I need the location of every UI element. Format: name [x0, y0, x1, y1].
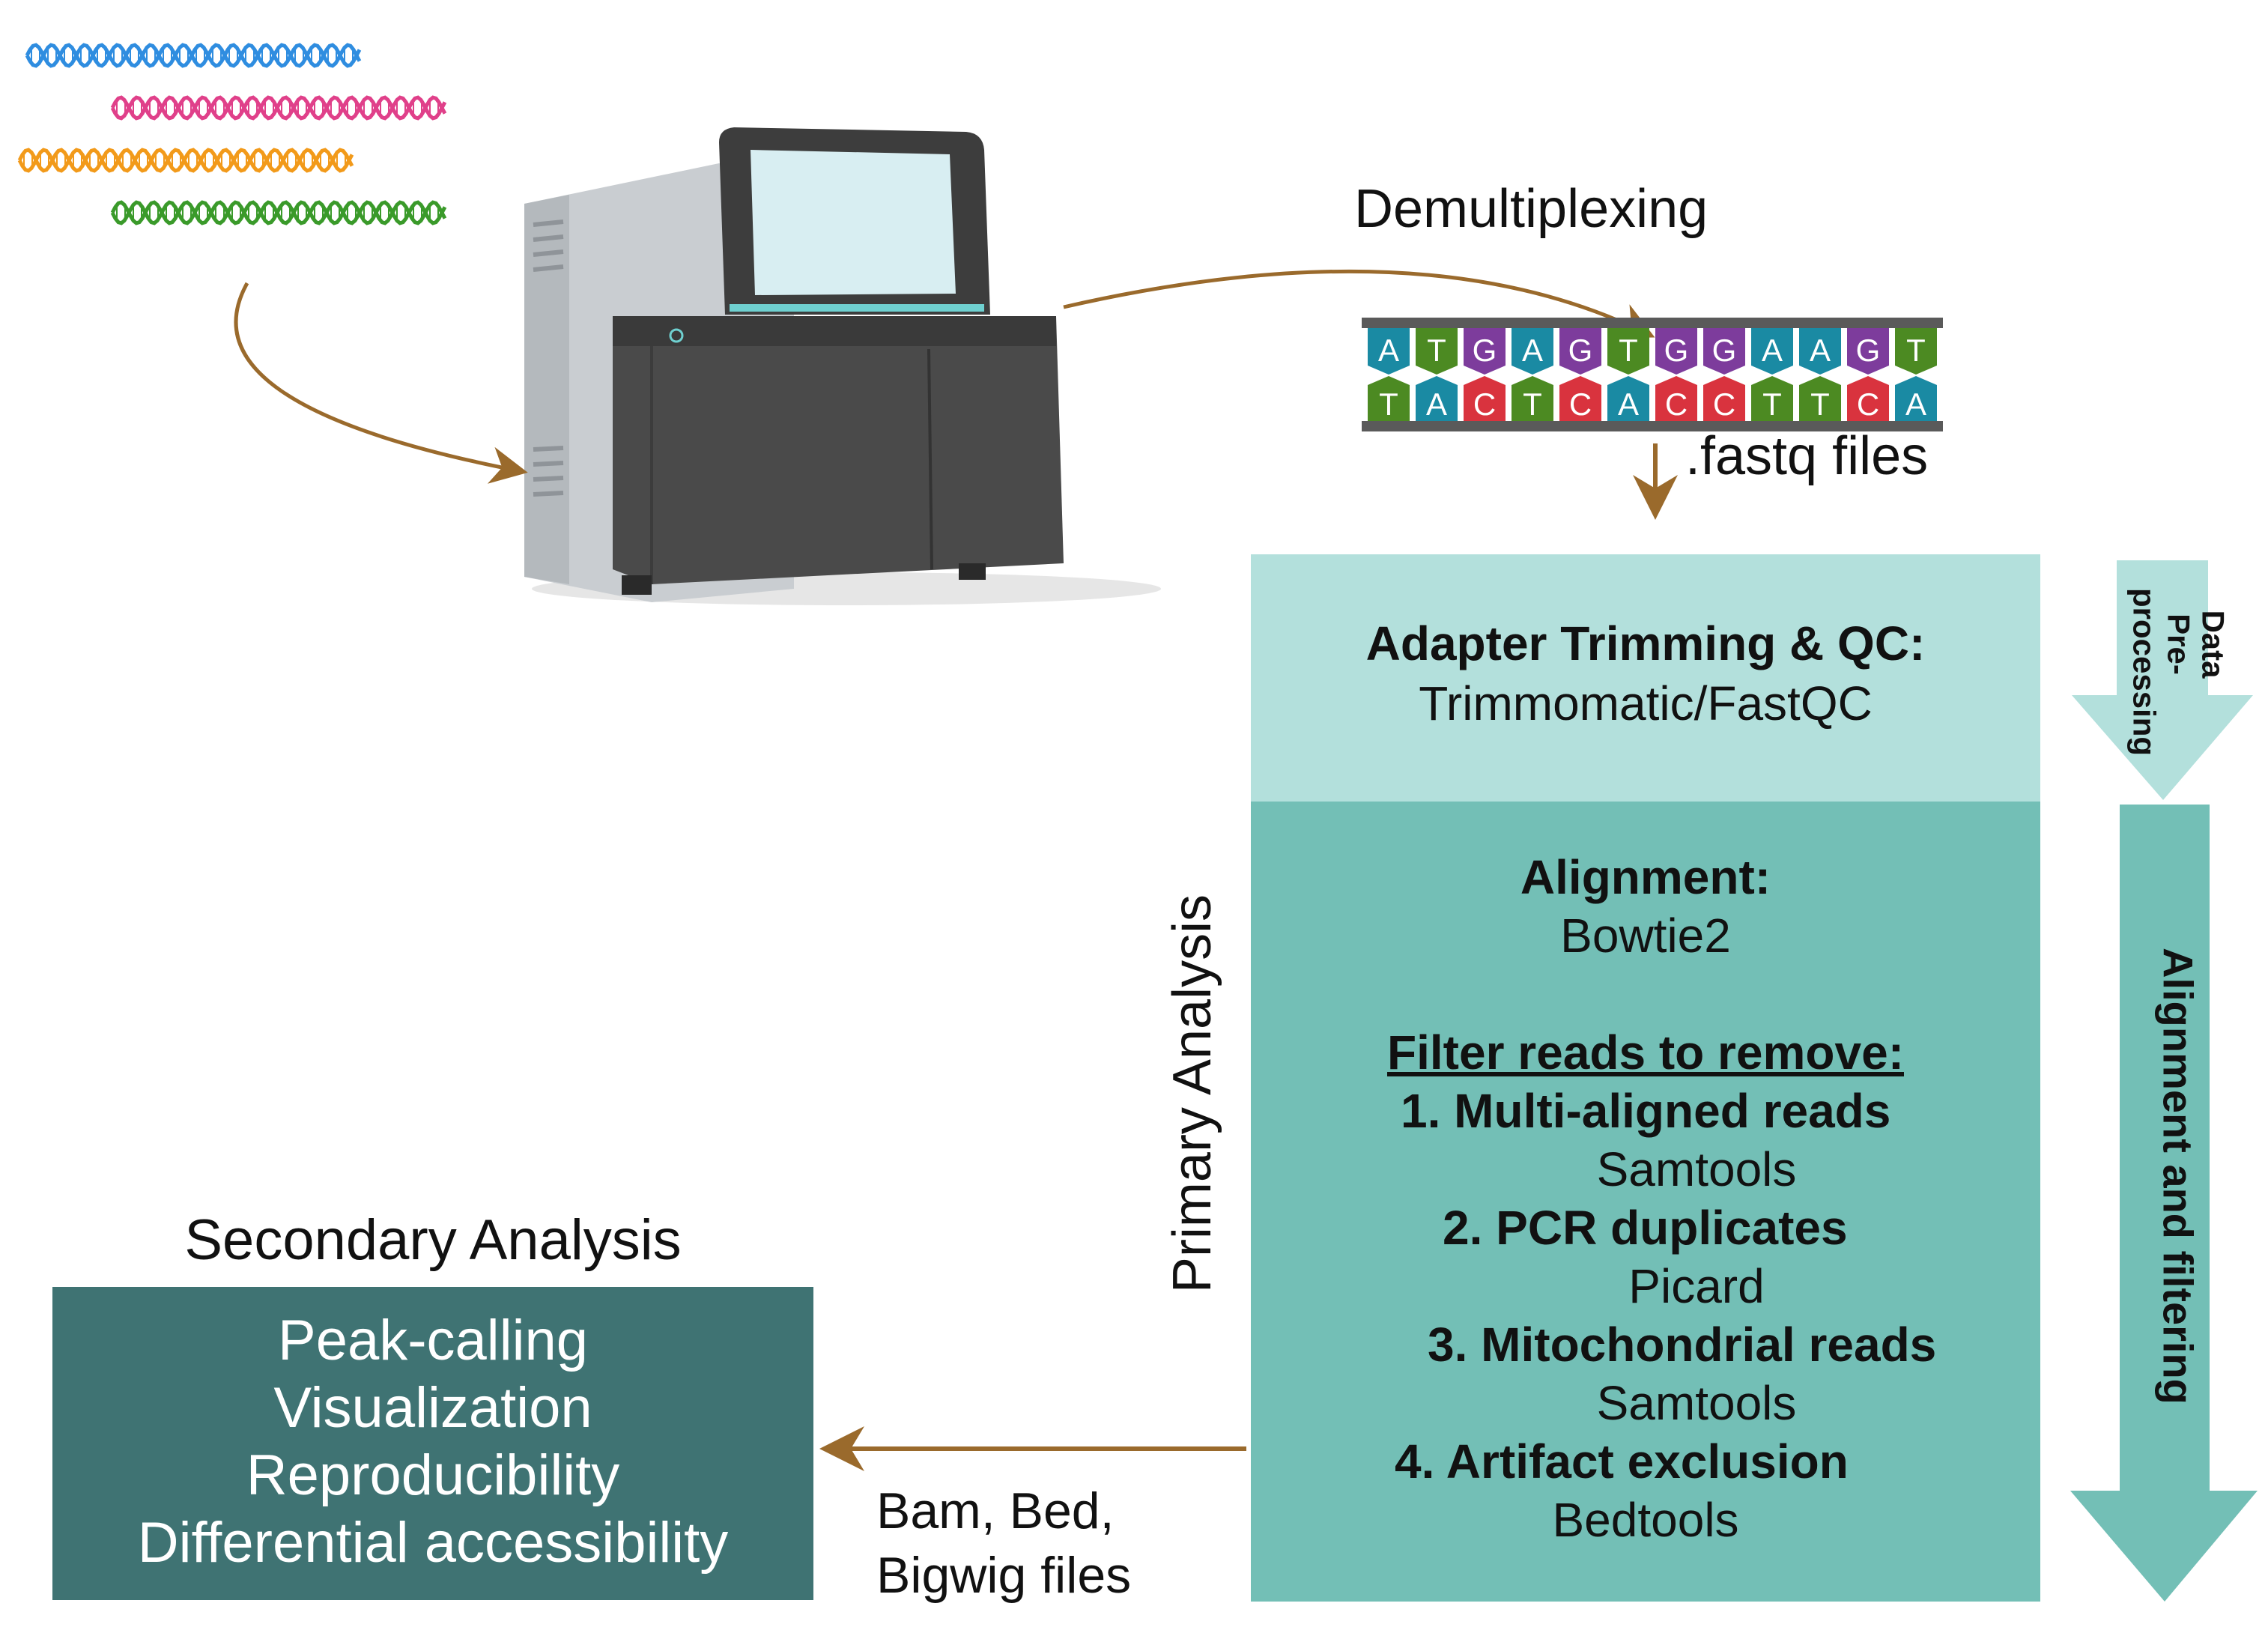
- dna-bottom-base: [1895, 376, 1937, 421]
- dna-top-base: [1799, 328, 1841, 375]
- dna-top-base-letter: G: [1473, 333, 1497, 368]
- samples-to-sequencer-arrow: [234, 282, 528, 484]
- alignment-box: [1251, 802, 2040, 1602]
- sequencer-icon: [524, 127, 1161, 605]
- data-preprocessing-side-arrow: [2072, 560, 2253, 800]
- filter-step-1-name: 1. Multi-aligned reads: [1401, 1084, 1891, 1138]
- filter-reads-title: Filter reads to remove:: [1387, 1025, 1904, 1079]
- dna-top-base: [1416, 328, 1458, 375]
- dna-bottom-base-letter: T: [1523, 387, 1542, 422]
- dna-bottom-base: [1751, 376, 1793, 421]
- secondary-analysis-box: [52, 1287, 813, 1600]
- alignment-title: Alignment:: [1520, 850, 1771, 904]
- secondary-item-peak-calling: Peak-calling: [278, 1309, 588, 1372]
- demultiplexing-label: Demultiplexing: [1354, 179, 1708, 239]
- sample-dna-strands: [17, 43, 447, 225]
- dna-top-base: [1368, 328, 1410, 375]
- dna-bottom-base: [1799, 376, 1841, 421]
- primary-analysis-label: Primary Analysis: [1162, 894, 1222, 1294]
- alignment-tool: Bowtie2: [1560, 909, 1731, 963]
- dna-top-base-letter: T: [1619, 333, 1638, 368]
- dna-bottom-base: [1416, 376, 1458, 421]
- secondary-item-differential-accessibility: Differential accessibility: [137, 1511, 729, 1575]
- dna-top-base-letter: G: [1664, 333, 1689, 368]
- dna-top-base-letter: T: [1906, 333, 1926, 368]
- dna-bottom-base: [1703, 376, 1745, 421]
- dna-top-base: [1703, 328, 1745, 375]
- sequencer-to-demux-arrow: [1063, 269, 1655, 339]
- dna-top-base: [1512, 328, 1553, 375]
- dna-top-base: [1655, 328, 1697, 375]
- dna-bottom-base-letter: C: [1473, 387, 1496, 422]
- dna-top-base-letter: G: [1856, 333, 1881, 368]
- alignment-filtering-side-arrow: [2070, 805, 2258, 1602]
- dna-bottom-base-letter: A: [1426, 387, 1447, 422]
- dna-bottom-base-letter: T: [1810, 387, 1830, 422]
- alignment-filtering-side-label: Alignment and filtering: [2154, 948, 2202, 1405]
- dna-bottom-base: [1512, 376, 1553, 421]
- dna-top-base: [1751, 328, 1793, 375]
- dna-bottom-base-letter: T: [1379, 387, 1398, 422]
- dna-bottom-base-letter: C: [1713, 387, 1735, 422]
- adapter-trimming-title: Adapter Trimming & QC:: [1365, 616, 1926, 670]
- output-files-line-1: Bam, Bed,: [876, 1482, 1115, 1539]
- dna-bottom-base-letter: C: [1569, 387, 1592, 422]
- preprocessing-box: [1251, 554, 2040, 802]
- dna-top-base: [1847, 328, 1889, 375]
- dna-bottom-base-letter: C: [1665, 387, 1688, 422]
- fastq-files-label: .fastq files: [1685, 426, 1929, 486]
- filter-step-3-name: 3. Mitochondrial reads: [1428, 1318, 1937, 1372]
- filter-step-1-tool: Samtools: [1596, 1142, 1797, 1196]
- dna-bottom-base: [1368, 376, 1410, 421]
- dna-top-base-letter: G: [1712, 333, 1737, 368]
- dna-top-base: [1559, 328, 1601, 375]
- dna-top-base-letter: A: [1810, 333, 1831, 368]
- output-files-line-2: Bigwig files: [876, 1547, 1132, 1604]
- dna-top-base-letter: T: [1427, 333, 1446, 368]
- dna-bottom-base-letter: A: [1618, 387, 1639, 422]
- adapter-trimming-tools: Trimmomatic/FastQC: [1419, 676, 1873, 730]
- filter-step-4-tool: Bedtools: [1552, 1493, 1739, 1547]
- filter-step-3-tool: Samtools: [1596, 1376, 1797, 1430]
- dna-bottom-base-letter: A: [1905, 387, 1926, 422]
- dna-bottom-base: [1847, 376, 1889, 421]
- dna-top-base-letter: A: [1378, 333, 1399, 368]
- dna-bottom-base-letter: C: [1857, 387, 1879, 422]
- dna-top-base: [1895, 328, 1937, 375]
- dna-top-base: [1464, 328, 1506, 375]
- filter-step-2-name: 2. PCR duplicates: [1443, 1201, 1848, 1255]
- filter-step-4-name: 4. Artifact exclusion: [1395, 1434, 1849, 1488]
- dna-bottom-base-letter: T: [1762, 387, 1782, 422]
- dna-top-base-letter: A: [1522, 333, 1543, 368]
- dna-bottom-base: [1607, 376, 1649, 421]
- dna-top-base: [1607, 328, 1649, 375]
- secondary-item-visualization: Visualization: [273, 1376, 592, 1440]
- data-preprocessing-side-label: Data Pre-processing: [2126, 588, 2231, 757]
- secondary-analysis-title: Secondary Analysis: [184, 1208, 682, 1272]
- dna-bottom-base: [1464, 376, 1506, 421]
- dna-top-base-letter: G: [1568, 333, 1593, 368]
- secondary-item-reproducibility: Reproducibility: [246, 1443, 620, 1507]
- dna-bottom-base: [1655, 376, 1697, 421]
- dna-top-base-letter: A: [1762, 333, 1783, 368]
- dna-bottom-base: [1559, 376, 1601, 421]
- filter-step-2-tool: Picard: [1628, 1259, 1765, 1313]
